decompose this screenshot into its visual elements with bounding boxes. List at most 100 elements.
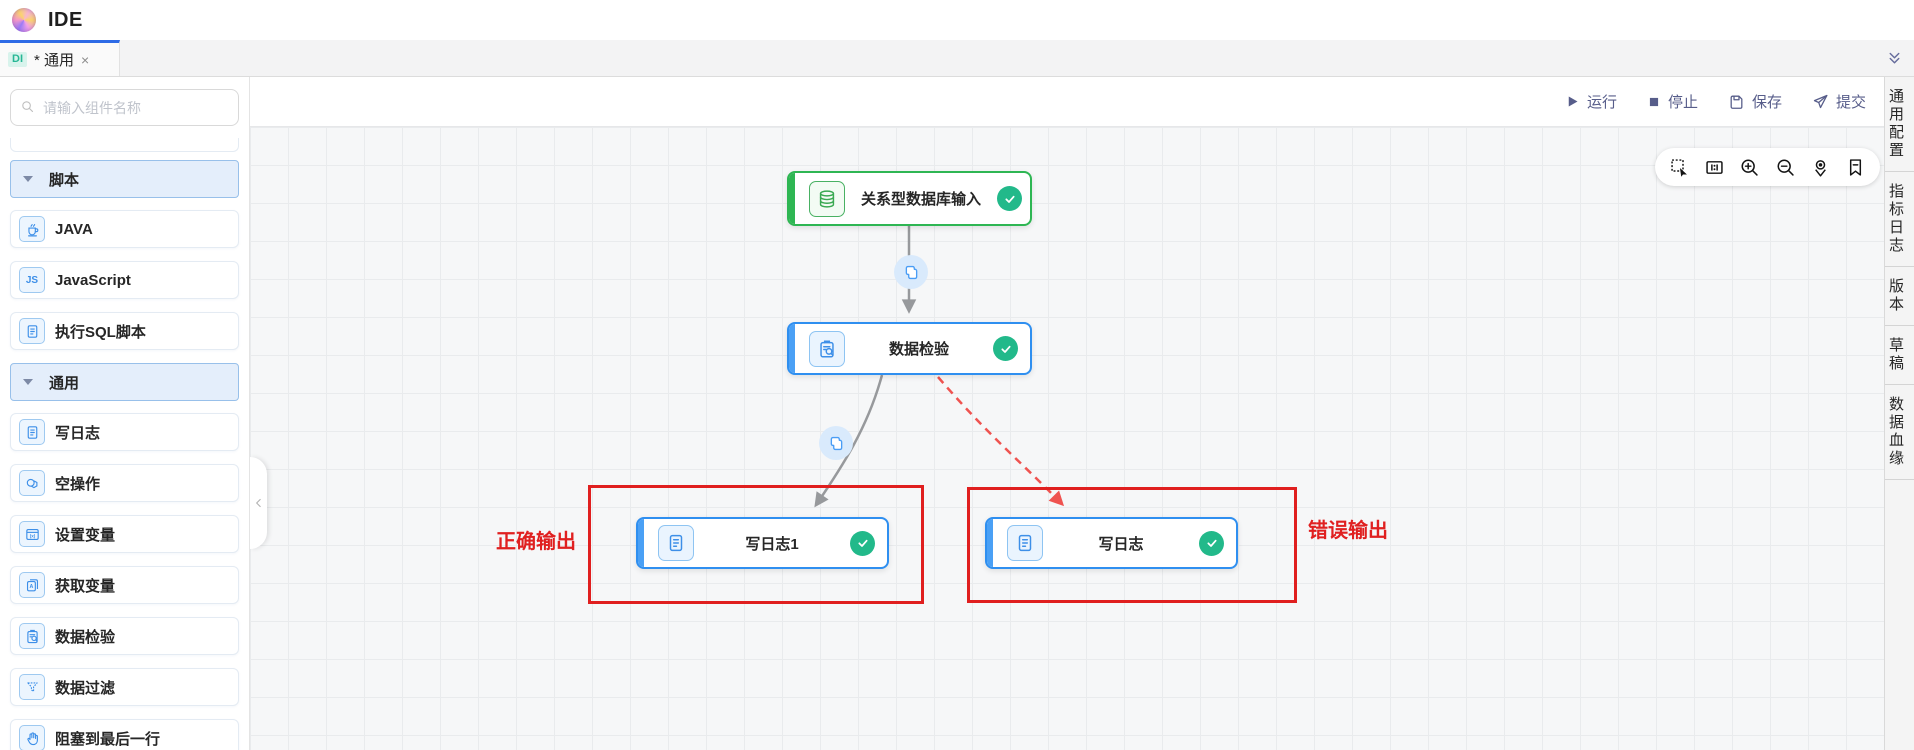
component-item-write-log[interactable]: 写日志 xyxy=(10,413,239,451)
play-icon xyxy=(1565,94,1580,109)
tab-close-icon[interactable]: × xyxy=(81,51,90,68)
rail-tab-metric-log[interactable]: 指标日志 xyxy=(1885,172,1914,267)
node-label: 写日志1 xyxy=(745,535,799,553)
tab-dirty-marker: * xyxy=(34,52,40,69)
flow-canvas[interactable]: 正确输出 错误输出 关系型数据库输入 数据检验 写日志1 xyxy=(250,127,1884,750)
rail-tab-draft[interactable]: 草稿 xyxy=(1885,326,1914,385)
component-label: 执行SQL脚本 xyxy=(55,323,146,341)
rail-tab-general-config[interactable]: 通用配置 xyxy=(1885,77,1914,172)
data-check-icon xyxy=(19,623,45,649)
tab-title: 通用 xyxy=(44,52,75,69)
app-title: IDE xyxy=(48,8,83,31)
locate-icon[interactable] xyxy=(1810,157,1831,178)
component-list: 脚本 JAVA JS JavaScript 执行SQL脚本 通用 写日志 xyxy=(0,126,249,750)
minimap-icon[interactable] xyxy=(1704,157,1725,178)
app-header: IDE xyxy=(0,0,1914,40)
chevron-left-icon xyxy=(252,496,266,510)
component-item-set-variable[interactable]: 设置变量 xyxy=(10,515,239,553)
error-output-annotation-box xyxy=(967,487,1297,603)
component-item-block-until-last-row[interactable]: 阻塞到最后一行 xyxy=(10,719,239,750)
tab-type-badge: DI xyxy=(8,52,27,67)
write-log-icon xyxy=(19,419,45,445)
data-filter-icon xyxy=(19,674,45,700)
marquee-select-icon[interactable] xyxy=(1669,157,1690,178)
correct-output-label: 正确输出 xyxy=(496,531,576,553)
rail-tab-data-lineage[interactable]: 数据血缘 xyxy=(1885,385,1914,480)
node-label: 数据检验 xyxy=(888,341,949,358)
run-button[interactable]: 运行 xyxy=(1565,91,1617,112)
submit-button[interactable]: 提交 xyxy=(1812,91,1866,112)
node-write-log-1[interactable]: 写日志1 xyxy=(636,517,889,569)
node-write-log[interactable]: 写日志 xyxy=(985,517,1238,569)
node-accent-bar xyxy=(987,519,993,567)
success-check-icon xyxy=(997,186,1023,211)
component-label: 写日志 xyxy=(55,424,101,442)
section-label: 脚本 xyxy=(49,171,80,189)
noop-icon xyxy=(19,470,45,496)
copy-rows-icon[interactable] xyxy=(894,255,928,289)
node-label: 写日志 xyxy=(1098,535,1144,553)
double-chevron-down-icon[interactable] xyxy=(1874,40,1914,76)
send-icon xyxy=(1812,93,1829,110)
component-item-java[interactable]: JAVA xyxy=(10,210,239,248)
component-label: 获取变量 xyxy=(55,577,116,595)
sidebar-collapse-handle[interactable] xyxy=(250,457,267,549)
component-item-get-variable[interactable]: 获取变量 xyxy=(10,566,239,604)
zoom-in-icon[interactable] xyxy=(1739,157,1760,178)
tab-bar: DI * 通用 × xyxy=(0,40,1914,77)
edge-layer xyxy=(814,226,1065,508)
section-label: 通用 xyxy=(49,374,80,392)
write-log-icon xyxy=(1007,525,1043,561)
save-button-label: 保存 xyxy=(1751,94,1782,111)
list-item-partial[interactable] xyxy=(10,138,239,152)
tabbar-spacer xyxy=(120,40,1874,76)
success-check-icon xyxy=(1199,530,1224,556)
component-label: 数据过滤 xyxy=(55,679,116,697)
section-header-general[interactable]: 通用 xyxy=(10,363,239,401)
search-input[interactable] xyxy=(10,89,239,126)
section-header-script[interactable]: 脚本 xyxy=(10,160,239,198)
component-label: 空操作 xyxy=(55,475,101,493)
component-item-run-sql[interactable]: 执行SQL脚本 xyxy=(10,312,239,350)
stop-icon xyxy=(1647,95,1661,109)
data-check-icon xyxy=(809,330,845,367)
edge-datacheck-to-writelog1[interactable] xyxy=(814,374,884,508)
success-check-icon xyxy=(850,530,875,556)
node-data-check[interactable]: 数据检验 xyxy=(787,322,1032,375)
error-output-label: 错误输出 xyxy=(1308,520,1388,542)
copy-rows-icon[interactable] xyxy=(819,426,853,460)
right-rail: 通用配置 指标日志 版本 草稿 数据血缘 xyxy=(1884,77,1914,750)
set-variable-icon xyxy=(19,521,45,547)
zoom-out-icon[interactable] xyxy=(1775,157,1796,178)
success-check-icon xyxy=(993,336,1018,361)
component-item-data-filter[interactable]: 数据过滤 xyxy=(10,668,239,706)
component-label: 阻塞到最后一行 xyxy=(55,730,161,748)
edge-datacheck-to-writelog-error[interactable] xyxy=(937,376,1065,507)
tab-general[interactable]: DI * 通用 × xyxy=(0,40,120,76)
node-db-input[interactable]: 关系型数据库输入 xyxy=(787,171,1032,226)
node-label: 关系型数据库输入 xyxy=(861,191,982,208)
stop-button[interactable]: 停止 xyxy=(1647,91,1698,112)
component-search xyxy=(10,89,239,126)
sql-file-icon xyxy=(19,318,45,344)
component-label: JavaScript xyxy=(55,271,131,289)
component-item-javascript[interactable]: JS JavaScript xyxy=(10,261,239,299)
database-icon xyxy=(809,180,845,217)
write-log-icon xyxy=(658,525,694,561)
app-logo-icon xyxy=(12,8,36,32)
java-icon xyxy=(19,216,45,242)
node-accent-bar xyxy=(789,173,795,224)
rail-tab-version[interactable]: 版本 xyxy=(1885,267,1914,326)
component-label: 数据检验 xyxy=(55,628,116,646)
stop-button-label: 停止 xyxy=(1667,94,1698,111)
canvas-toolbar xyxy=(1655,148,1880,186)
bookmark-icon[interactable] xyxy=(1845,157,1866,178)
node-accent-bar xyxy=(789,324,795,373)
caret-down-icon xyxy=(23,379,33,385)
component-item-data-check[interactable]: 数据检验 xyxy=(10,617,239,655)
get-variable-icon xyxy=(19,572,45,598)
run-toolbar: 运行 停止 保存 提交 xyxy=(250,77,1884,127)
node-accent-bar xyxy=(638,519,644,567)
component-item-noop[interactable]: 空操作 xyxy=(10,464,239,502)
save-button[interactable]: 保存 xyxy=(1728,91,1782,112)
